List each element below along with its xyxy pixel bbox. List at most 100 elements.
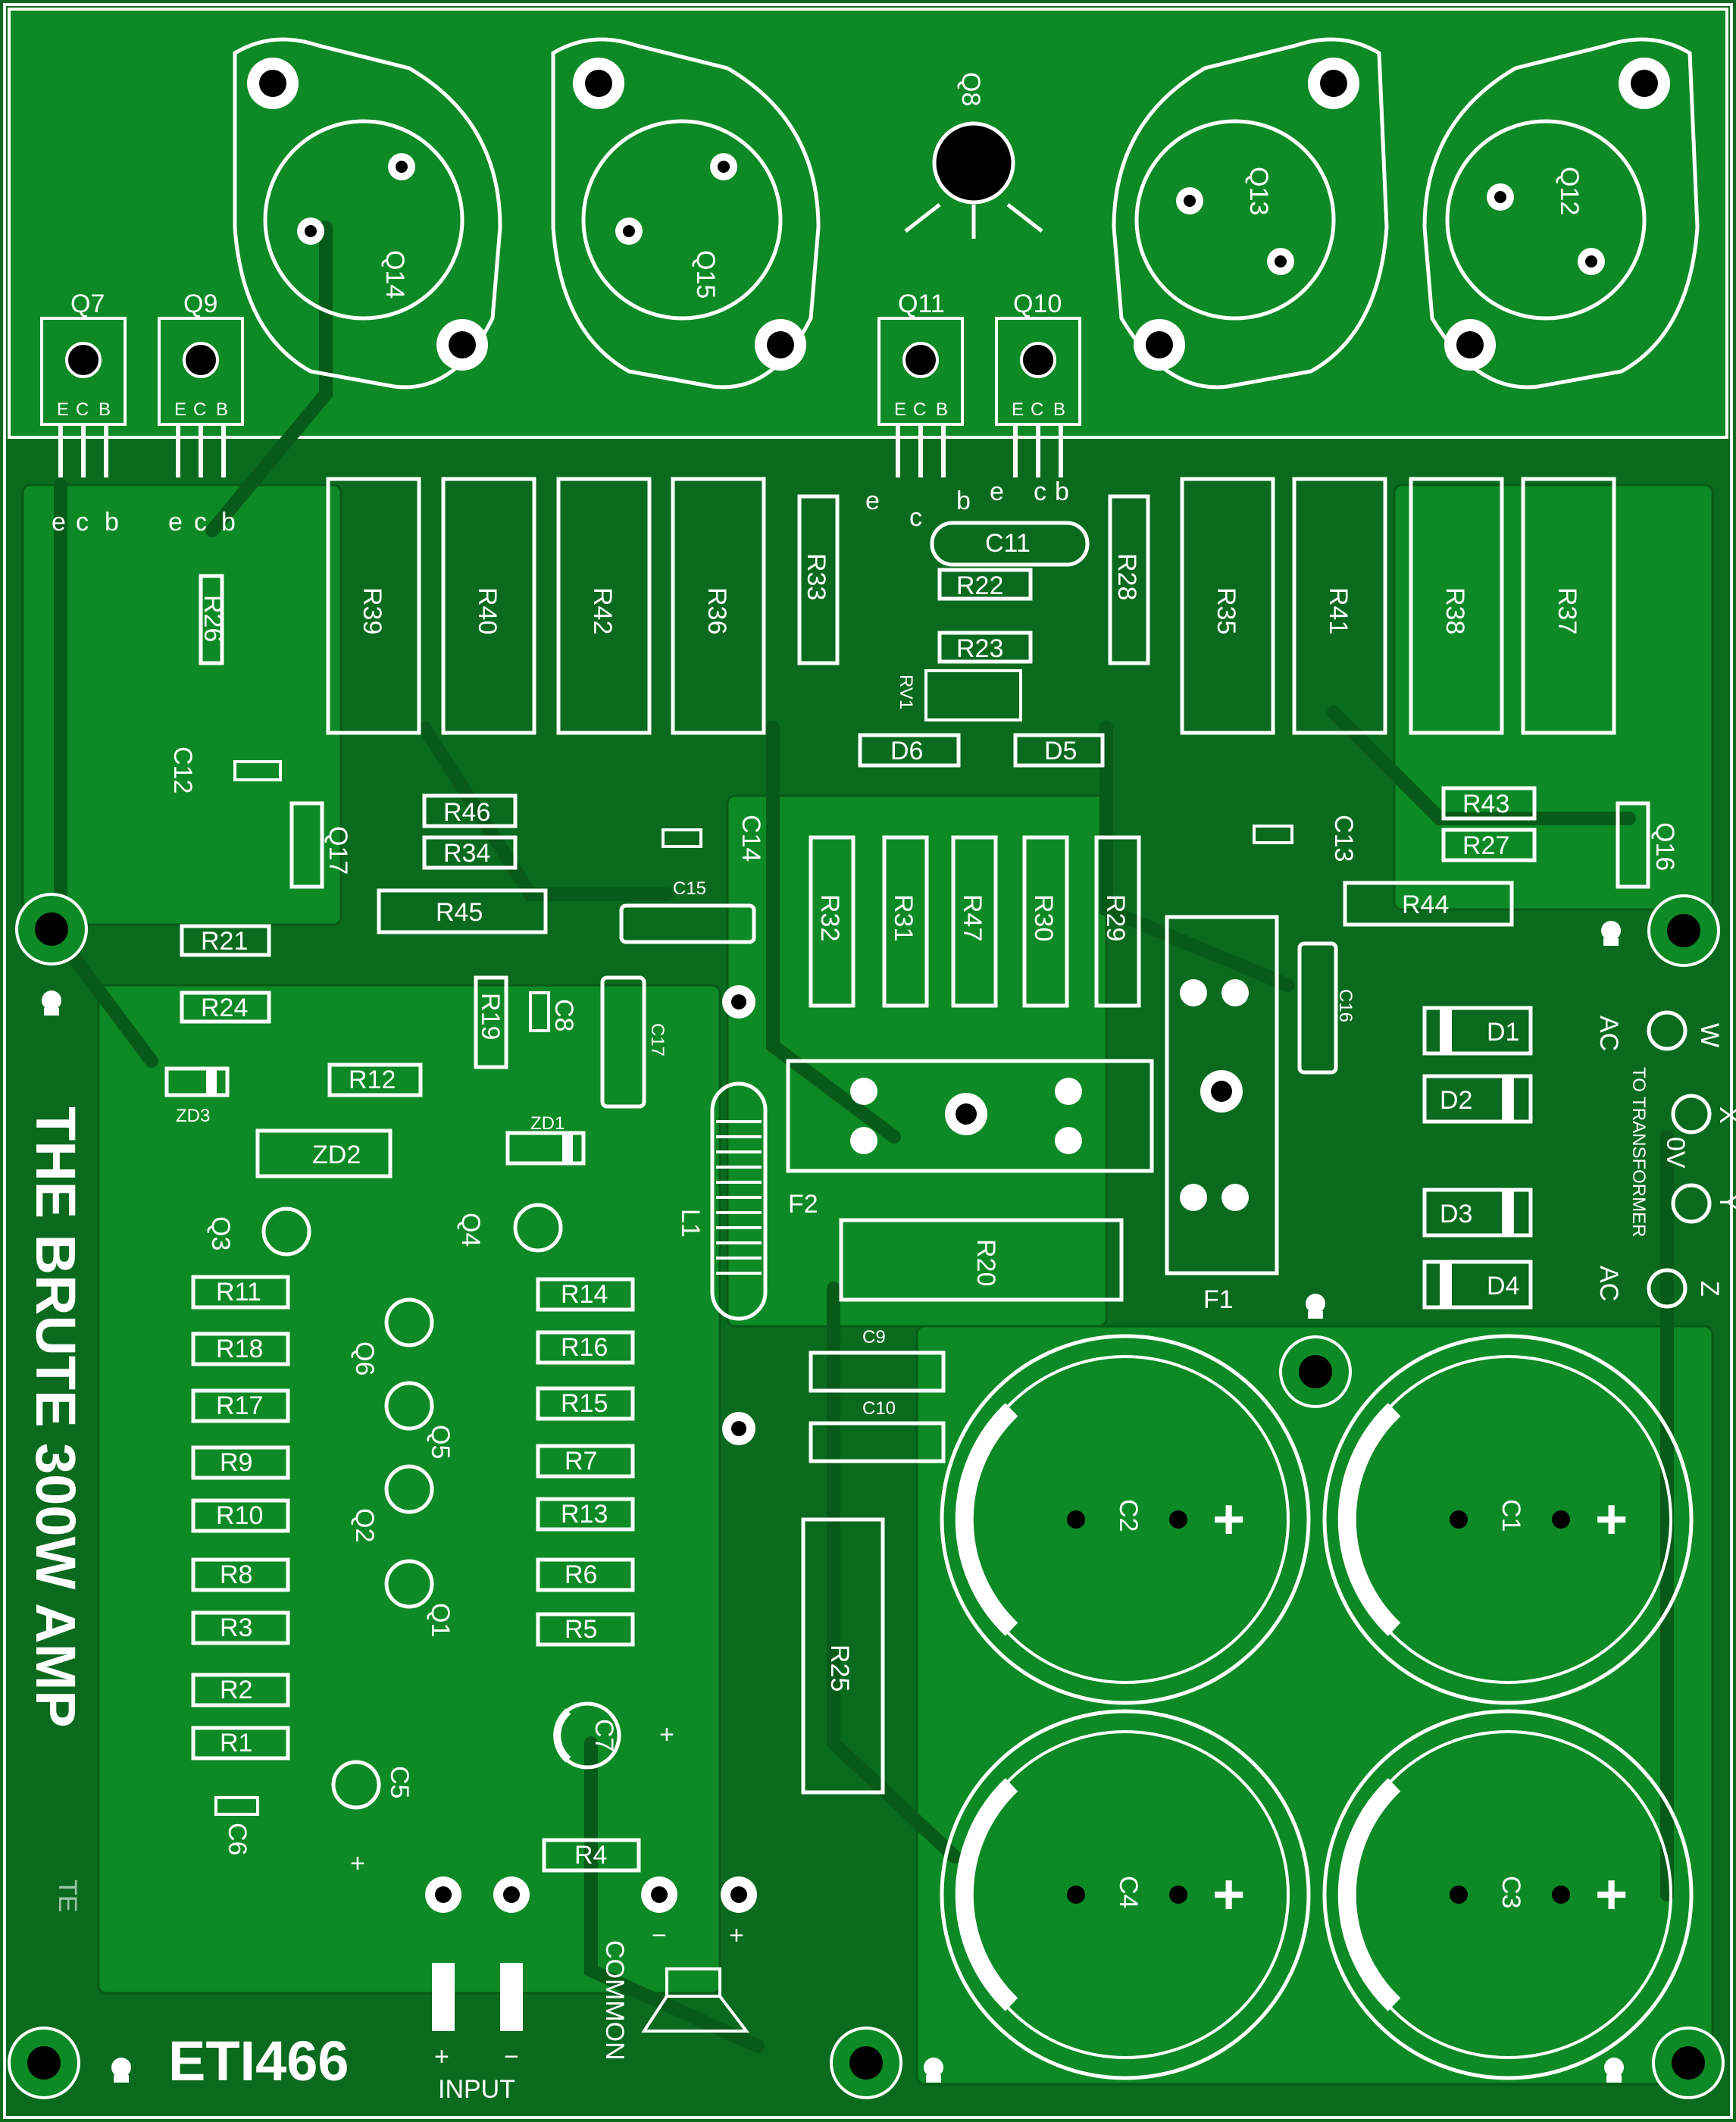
transistor-q8: Q8 [904, 72, 1043, 239]
svg-text:R19: R19 [476, 993, 505, 1040]
q11-label: Q11 [898, 290, 945, 318]
svg-text:c: c [194, 508, 207, 537]
svg-text:b: b [105, 508, 119, 537]
svg-text:D5: D5 [1044, 737, 1077, 765]
svg-text:ZD2: ZD2 [312, 1141, 361, 1169]
screw-icons [42, 921, 1624, 2083]
svg-text:AC: AC [1594, 1266, 1623, 1301]
left-side-parts: R26 C12 Q17 R46 R34 R45 C14 C15 R21 R24 … [164, 574, 765, 1178]
svg-text:E: E [1012, 399, 1024, 420]
screw-icon [1306, 1294, 1325, 1319]
large-resistors [326, 477, 1616, 735]
svg-text:R10: R10 [216, 1501, 263, 1530]
screw-icon [111, 2058, 131, 2083]
misc-parts: C7 + C5 + C6 R4 [214, 1701, 674, 1878]
left-resistor-column: R11 R18 R17 R9 R10 R8 R3 R2 R1 [191, 1275, 290, 1761]
svg-text:e: e [865, 487, 880, 515]
svg-text:+: + [729, 1921, 744, 1950]
svg-text:R37: R37 [1553, 587, 1581, 634]
svg-text:C: C [193, 399, 206, 420]
svg-text:+: + [1595, 1863, 1628, 1926]
board-outline [3, 3, 1733, 2119]
q7-label: Q7 [70, 290, 105, 318]
svg-text:R28: R28 [1112, 553, 1141, 600]
svg-text:C: C [76, 399, 89, 420]
svg-text:B: B [1053, 399, 1065, 420]
mount-hole-left [15, 893, 88, 966]
svg-text:C11: C11 [985, 529, 1031, 558]
mounting-holes [8, 893, 1725, 2099]
svg-text:C1: C1 [1497, 1499, 1525, 1532]
svg-text:e: e [52, 508, 66, 537]
transformer-terminals: W X Y Z AC 0V TO TRANSFORMER AC [1594, 1010, 1736, 1309]
svg-text:R32: R32 [815, 894, 844, 941]
svg-text:R18: R18 [216, 1335, 263, 1363]
svg-text:Q2: Q2 [350, 1508, 379, 1542]
vertical-resistors-top: R33 R28 [797, 494, 1150, 665]
svg-text:L1: L1 [676, 1209, 705, 1238]
svg-text:R25: R25 [825, 1645, 854, 1692]
svg-text:+: + [350, 1849, 365, 1878]
svg-text:C14: C14 [737, 815, 765, 862]
power-transistor-q13: Q13 [1112, 37, 1389, 390]
svg-text:D6: D6 [890, 737, 923, 765]
svg-text:R13: R13 [561, 1500, 608, 1529]
mount-hole-bottom-mid [830, 2027, 902, 2099]
svg-text:F1: F1 [1203, 1285, 1234, 1314]
svg-text:C7: C7 [590, 1719, 618, 1751]
svg-text:R15: R15 [561, 1389, 608, 1418]
resistor-r39 [326, 477, 421, 735]
vertical-resistors-mid [809, 835, 1141, 1008]
svg-text:R24: R24 [201, 994, 248, 1022]
svg-text:R47: R47 [958, 894, 987, 941]
svg-text:R34: R34 [443, 839, 490, 868]
filter-capacitors: C2 + C1 + C4 + C3 + [940, 1334, 1694, 2080]
svg-text:R31: R31 [889, 894, 918, 941]
svg-text:R41: R41 [1324, 587, 1353, 634]
svg-text:R46: R46 [443, 798, 490, 827]
svg-text:C: C [913, 399, 926, 420]
svg-text:D4: D4 [1487, 1272, 1519, 1300]
resistor-r42 [556, 477, 652, 735]
svg-text:R5: R5 [565, 1615, 597, 1644]
mount-hole-right [1647, 894, 1720, 967]
svg-text:C9: C9 [862, 1327, 886, 1347]
svg-text:C3: C3 [1497, 1876, 1525, 1908]
q9-label: Q9 [183, 290, 217, 318]
vertical-resistors-mid-labels: R32 R31 R47 R30 R29 [815, 894, 1130, 941]
board-model: ETI466 [168, 2030, 349, 2092]
svg-text:ZD1: ZD1 [530, 1113, 565, 1134]
svg-text:B: B [936, 399, 948, 420]
svg-text:C10: C10 [862, 1398, 896, 1419]
power-transistor-q14: Q14 [233, 37, 502, 390]
svg-text:R26: R26 [199, 595, 227, 642]
right-side-parts: C13 R43 R27 Q16 R44 C16 D1 D2 D3 D4 F1 F… [676, 786, 1679, 1795]
svg-text:C: C [1031, 399, 1043, 420]
svg-text:0V: 0V [1661, 1137, 1690, 1169]
svg-text:Q4: Q4 [456, 1213, 485, 1247]
svg-text:c: c [76, 508, 89, 537]
svg-text:R42: R42 [588, 587, 617, 634]
svg-text:Q3: Q3 [206, 1216, 235, 1250]
q13-label: Q13 [1244, 167, 1273, 215]
svg-text:R7: R7 [565, 1447, 597, 1476]
svg-text:R44: R44 [1402, 890, 1449, 919]
signal-transistors [261, 1203, 563, 1609]
input-label: INPUT [438, 2075, 515, 2104]
svg-text:C15: C15 [673, 878, 706, 899]
svg-text:R9: R9 [220, 1448, 252, 1477]
svg-text:+: + [1595, 1488, 1628, 1551]
svg-text:R39: R39 [358, 587, 386, 634]
signal-transistor-labels: Q3 Q4 Q6 Q5 Q2 Q1 [206, 1213, 485, 1637]
svg-text:R11: R11 [216, 1278, 261, 1307]
svg-text:D2: D2 [1440, 1086, 1472, 1115]
svg-text:W: W [1695, 1023, 1724, 1047]
svg-text:E: E [57, 399, 69, 420]
svg-text:C6: C6 [223, 1823, 252, 1855]
svg-text:E: E [174, 399, 186, 420]
board-title: THE BRUTE 300W AMP TE ETI466 [24, 1106, 349, 2092]
